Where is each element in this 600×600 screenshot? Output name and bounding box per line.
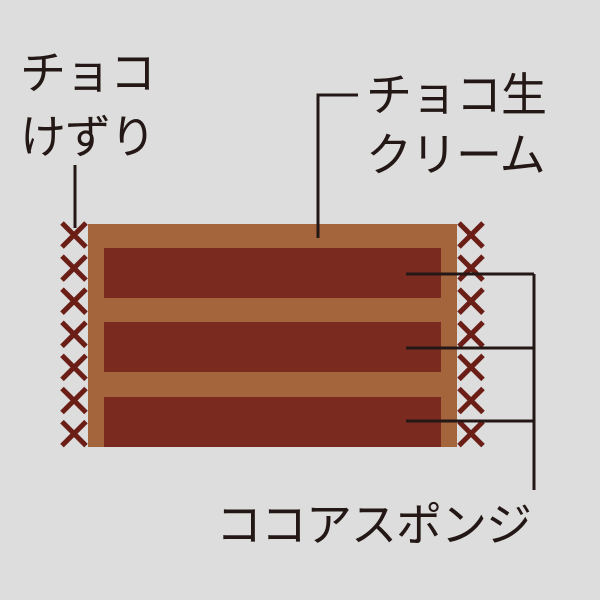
sponge-leader-line [406, 272, 536, 490]
chocolate-shaving-cross-left [60, 320, 88, 349]
sponge-layer-3 [104, 397, 441, 447]
cream-leader-line [316, 93, 358, 238]
chocolate-shaving-cross-left [60, 386, 88, 415]
shavings-label-line2: けずり [20, 110, 156, 164]
chocolate-shaving-cross-right [457, 353, 485, 382]
chocolate-shaving-cross-left [60, 419, 88, 448]
chocolate-shaving-cross-right [457, 386, 485, 415]
chocolate-shaving-cross-right [457, 419, 485, 448]
sponge-layer-1 [104, 248, 441, 298]
chocolate-shaving-cross-left [60, 254, 88, 282]
chocolate-shaving-cross-right [457, 254, 485, 282]
chocolate-shaving-cross-left [60, 221, 88, 249]
chocolate-shaving-cross-right [457, 320, 485, 349]
sponge-label: ココアスポンジ [216, 498, 532, 552]
cream-label-line2: クリーム [366, 128, 546, 182]
chocolate-shaving-cross-right [457, 221, 485, 249]
shavings-label-line1: チョコ [20, 46, 156, 100]
chocolate-shaving-cross-right [457, 287, 485, 315]
sponge-layer-2 [104, 322, 441, 372]
chocolate-shaving-cross-left [60, 353, 88, 382]
cream-label-line1: チョコ生 [366, 68, 547, 122]
chocolate-shaving-cross-left [60, 287, 88, 315]
